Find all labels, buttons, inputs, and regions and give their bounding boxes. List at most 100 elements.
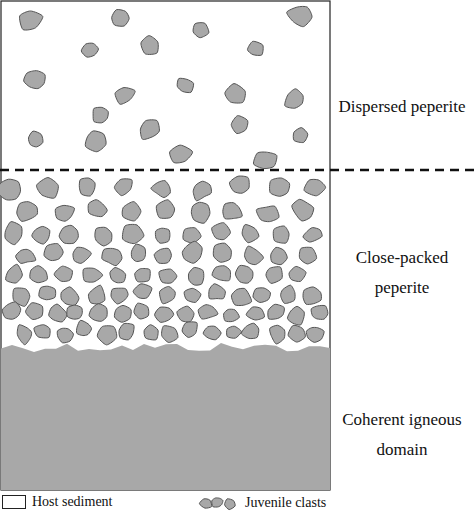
juvenile-clast (155, 307, 174, 322)
juvenile-clast (16, 249, 36, 263)
legend-entry: Host sediment (2, 494, 113, 510)
juvenile-clast (270, 178, 290, 196)
juvenile-clast (270, 325, 285, 344)
juvenile-clast (303, 228, 322, 242)
juvenile-clast (119, 323, 134, 340)
juvenile-clast (289, 266, 306, 281)
juvenile-clast (88, 285, 105, 304)
juvenile-clast (288, 325, 305, 342)
juvenile-clast (154, 248, 171, 263)
juvenile-clast (253, 152, 276, 169)
juvenile-clast (0, 179, 21, 200)
juvenile-clast (287, 6, 312, 26)
juvenile-clast (177, 78, 193, 92)
juvenile-clast (112, 10, 129, 27)
juvenile-clast (244, 246, 263, 265)
juvenile-clast (114, 305, 131, 322)
juvenile-clast (199, 499, 211, 508)
juvenile-clast (285, 89, 304, 108)
juvenile-clast (212, 266, 230, 281)
zone-label: Close-packed peperite (334, 243, 470, 303)
juvenile-clast (44, 244, 63, 261)
juvenile-clast (242, 225, 259, 243)
juvenile-clast (162, 326, 178, 343)
juvenile-clast (49, 304, 67, 322)
juvenile-clast (223, 203, 242, 219)
juvenile-clast (122, 224, 144, 243)
juvenile-clast (83, 268, 103, 282)
juvenile-clast (281, 285, 296, 303)
juvenile-clast (151, 181, 170, 198)
juvenile-clast (266, 267, 282, 284)
juvenile-clast (159, 286, 175, 303)
juvenile-clast (57, 328, 73, 343)
juvenile-clast (256, 206, 279, 222)
juvenile-clast (231, 116, 248, 134)
juvenile-clast (34, 325, 50, 338)
juvenile-clast (17, 325, 31, 345)
juvenile-clast (85, 131, 106, 152)
juvenile-clast (32, 226, 50, 244)
juvenile-clast (182, 241, 202, 263)
coherent-igneous-body (1, 343, 330, 490)
juvenile-clast (115, 88, 135, 105)
juvenile-clast (212, 223, 231, 240)
juvenile-clast (247, 41, 263, 55)
juvenile-clast (231, 288, 251, 305)
juvenile-clast (227, 326, 242, 338)
juvenile-clast (24, 71, 46, 89)
juvenile-clast (203, 326, 221, 340)
juvenile-clast (89, 304, 107, 322)
juvenile-clast (184, 288, 201, 302)
juvenile-clast (67, 305, 83, 319)
juvenile-clast (224, 309, 240, 321)
juvenile-clast (293, 128, 308, 143)
juvenile-clast (299, 247, 316, 264)
juvenile-clast (28, 131, 43, 147)
juvenile-clast (188, 267, 203, 285)
juvenile-clast (229, 176, 249, 193)
juvenile-clast (193, 23, 209, 38)
juvenile-clast (212, 498, 223, 507)
juvenile-clast (303, 287, 321, 305)
juvenile-clast (54, 266, 72, 281)
juvenile-clast (95, 227, 112, 246)
juvenile-clast (241, 323, 259, 338)
juvenile-clast (17, 202, 38, 222)
juvenile-clast (155, 228, 170, 243)
juvenile-clast (304, 179, 326, 195)
legend-clast-sample (196, 494, 240, 512)
legend-entry: Juvenile clasts (196, 494, 326, 512)
juvenile-clast (79, 178, 95, 196)
juvenile-clast (268, 304, 285, 319)
legend-text: Juvenile clasts (245, 495, 326, 511)
juvenile-clast (193, 181, 211, 201)
juvenile-clast (134, 303, 149, 319)
juvenile-clast (182, 322, 197, 338)
legend-swatch (2, 495, 26, 509)
juvenile-clast (170, 145, 193, 163)
juvenile-clast (225, 499, 236, 510)
juvenile-clast (311, 305, 328, 319)
juvenile-clast (141, 36, 158, 55)
juvenile-clast (81, 43, 98, 57)
juvenile-clast (37, 178, 59, 199)
juvenile-clast (271, 247, 288, 264)
juvenile-clast (253, 288, 271, 303)
juvenile-clast (97, 326, 116, 345)
juvenile-clasts (0, 6, 328, 344)
juvenile-clast (225, 84, 246, 103)
juvenile-clast (144, 325, 158, 340)
zone-label: Dispersed peperite (334, 92, 470, 122)
juvenile-clast (235, 265, 253, 283)
juvenile-clast (5, 222, 22, 245)
juvenile-clast (287, 306, 304, 325)
juvenile-clast (156, 200, 174, 219)
juvenile-clast (73, 247, 91, 263)
juvenile-clast (246, 307, 264, 320)
juvenile-clast (61, 287, 79, 306)
juvenile-clast (2, 302, 20, 319)
juvenile-clast (191, 202, 210, 223)
juvenile-clast (111, 288, 128, 304)
juvenile-clast (114, 179, 132, 196)
